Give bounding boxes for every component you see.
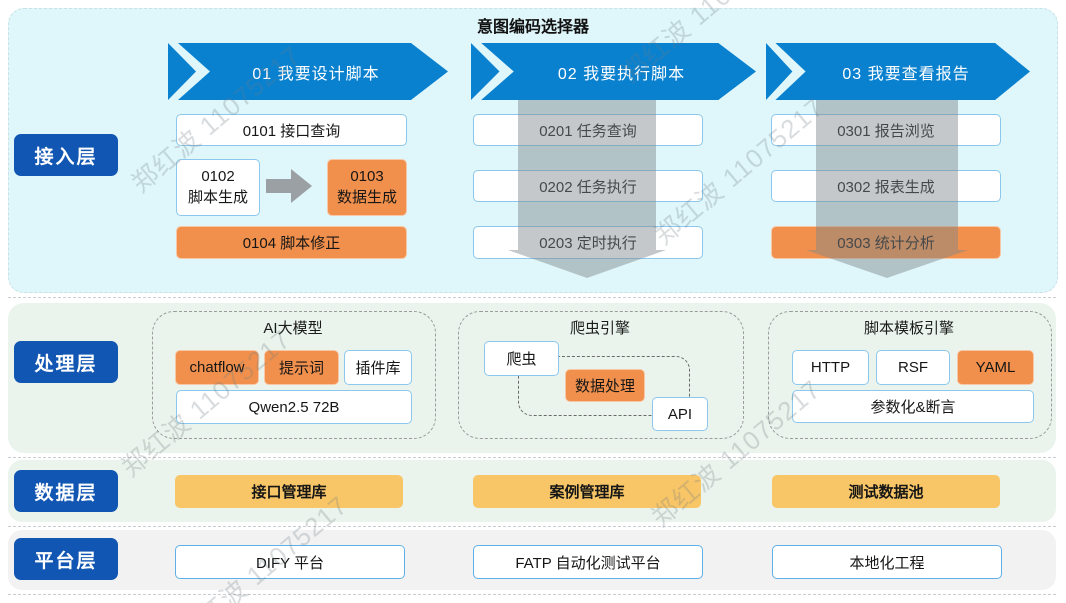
group-title-script-template-engine: 脚本模板引擎 xyxy=(863,320,954,337)
group-crawler-engine xyxy=(458,311,744,439)
chip-param-assert: 参数化&断言 xyxy=(792,390,1034,423)
node-code: 0103 xyxy=(350,168,384,186)
crawler-api-connector xyxy=(518,356,690,416)
store-case-repo: 案例管理库 xyxy=(473,475,701,508)
chip-plugin-lib: 插件库 xyxy=(344,350,412,385)
node-label: 数据生成 xyxy=(336,188,397,206)
chevron-banner-shape xyxy=(471,43,756,100)
chip-qwen-model: Qwen2.5 72B xyxy=(176,390,412,424)
separator-line xyxy=(8,594,1056,595)
node-0104: 0104 脚本修正 xyxy=(176,226,407,259)
chip-chatflow: chatflow xyxy=(175,350,259,385)
node-code: 0102 xyxy=(201,168,235,186)
node-0203: 0203 定时执行 xyxy=(473,226,703,259)
label-process-layer: 处理层 xyxy=(14,341,118,383)
separator-line xyxy=(8,526,1056,527)
page-title: 意图编码选择器 xyxy=(476,19,589,36)
banner-run-script: 02 我要执行脚本 xyxy=(471,43,756,100)
node-0303: 0303 统计分析 xyxy=(771,226,1001,259)
down-arrow-overlay xyxy=(806,100,968,278)
node-label: 脚本生成 xyxy=(187,188,248,206)
node-crawler: 爬虫 xyxy=(484,341,559,376)
node-0102: 0102 脚本生成 xyxy=(176,159,260,216)
down-arrow-overlay xyxy=(508,100,666,278)
separator-line xyxy=(8,297,1056,298)
chip-yaml: YAML xyxy=(957,350,1034,385)
node-0202: 0202 任务执行 xyxy=(473,170,703,202)
node-data-processing: 数据处理 xyxy=(565,369,645,402)
platform-localization: 本地化工程 xyxy=(772,545,1002,579)
group-ai-model xyxy=(152,311,436,439)
chip-http: HTTP xyxy=(792,350,869,385)
node-0302: 0302 报表生成 xyxy=(771,170,1001,202)
label-platform-layer: 平台层 xyxy=(14,538,118,580)
chevron-banner-shape xyxy=(168,43,448,100)
group-title-crawler-engine: 爬虫引擎 xyxy=(569,320,630,337)
chevron-banner-shape xyxy=(766,43,1030,100)
banner-view-report: 03 我要查看报告 xyxy=(766,43,1030,100)
separator-line xyxy=(8,457,1056,458)
platform-fatp: FATP 自动化测试平台 xyxy=(473,545,703,579)
banner-text: 02 我要执行脚本 xyxy=(557,65,686,83)
node-0101: 0101 接口查询 xyxy=(176,114,407,146)
banner-design-script: 01 我要设计脚本 xyxy=(168,43,448,100)
right-arrow-icon xyxy=(266,169,312,203)
platform-dify: DIFY 平台 xyxy=(175,545,405,579)
store-interface-repo: 接口管理库 xyxy=(175,475,403,508)
chip-prompt: 提示词 xyxy=(264,350,339,385)
store-test-data-pool: 测试数据池 xyxy=(772,475,1000,508)
node-0201: 0201 任务查询 xyxy=(473,114,703,146)
node-api: API xyxy=(652,397,708,431)
label-access-layer: 接入层 xyxy=(14,134,118,176)
group-script-template-engine xyxy=(768,311,1052,439)
node-0103: 0103 数据生成 xyxy=(327,159,407,216)
banner-text: 03 我要查看报告 xyxy=(842,65,970,83)
node-0301: 0301 报告浏览 xyxy=(771,114,1001,146)
group-title-ai-model: AI大模型 xyxy=(263,320,323,337)
label-data-layer: 数据层 xyxy=(14,470,118,512)
chip-rsf: RSF xyxy=(876,350,950,385)
banner-text: 01 我要设计脚本 xyxy=(252,65,380,83)
